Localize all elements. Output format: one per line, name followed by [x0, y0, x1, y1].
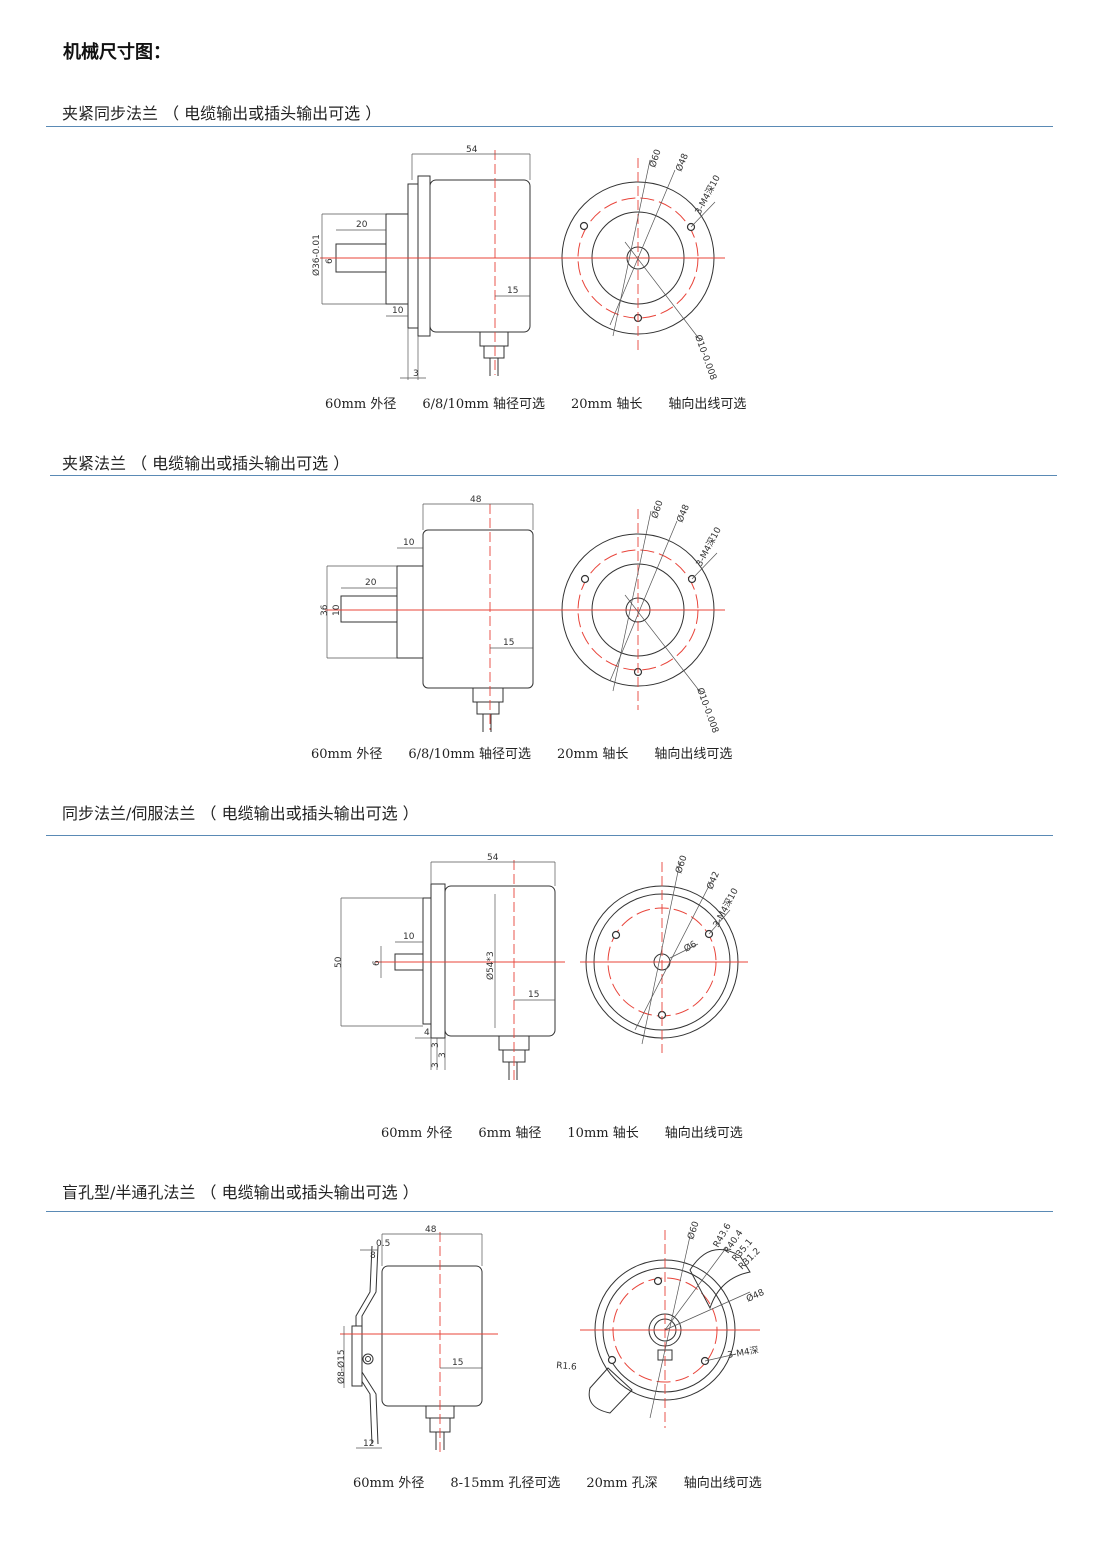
- front-view-drawing: Ø60 R43.6 R40.4 R35.1 R31.2 Ø48 3-M4深 R1…: [556, 1220, 767, 1428]
- dim-label: R1.6: [556, 1361, 578, 1373]
- dim-label: 3: [431, 1042, 441, 1048]
- section-divider: [50, 475, 1057, 476]
- dim-label: Ø36-0.01: [311, 234, 322, 276]
- front-view-drawing: Ø60 Ø42 3-M4深10 Ø6: [580, 854, 748, 1053]
- dim-label: 6: [372, 960, 382, 966]
- front-view-drawing: Ø60 Ø48 3-M4深10 Ø10-0.008: [555, 148, 725, 382]
- dim-label: 3-M4深10: [694, 525, 724, 568]
- dim-label: 48: [470, 495, 482, 505]
- section-divider: [46, 835, 1053, 836]
- dim-label: Ø42: [705, 870, 722, 891]
- dim-label: 3: [438, 1052, 448, 1058]
- dim-label: 0.5: [376, 1239, 390, 1249]
- dim-label: 48: [425, 1225, 437, 1235]
- section-title: 夹紧同步法兰 （ 电缆输出或插头输出可选 ）: [62, 104, 382, 123]
- dim-label: Ø54*3: [485, 951, 496, 980]
- dim-label: 50: [334, 956, 344, 968]
- dim-label: Ø8-Ø15: [336, 1349, 347, 1384]
- dim-label: 54: [466, 145, 478, 155]
- dim-label: Ø48: [745, 1287, 767, 1305]
- dim-label: Ø60: [649, 499, 665, 520]
- side-view-drawing: 48 10 20 36 10 15: [320, 495, 555, 732]
- dim-label: 36: [320, 604, 330, 616]
- section-title: 夹紧法兰 （ 电缆输出或插头输出可选 ）: [62, 454, 350, 473]
- dim-label: 10: [332, 604, 342, 616]
- dim-label: 20: [356, 220, 368, 230]
- dim-label: Ø48: [674, 152, 691, 174]
- dim-label: 8: [370, 1251, 376, 1261]
- dim-label: Ø60: [647, 148, 663, 169]
- dim-label: 6: [325, 258, 335, 264]
- dim-label: Ø60: [673, 854, 689, 875]
- dim-label: Ø10-0.008: [692, 333, 719, 382]
- dim-label: 10: [403, 932, 415, 942]
- dim-label: Ø60: [685, 1220, 701, 1241]
- dim-label: 15: [503, 638, 514, 648]
- dim-label: 3-M4深10: [693, 173, 723, 216]
- dim-label: 15: [528, 990, 539, 1000]
- dim-label: 15: [507, 286, 518, 296]
- front-view-drawing: Ø60 Ø48 3-M4深10 Ø10-0.008: [555, 499, 725, 735]
- dim-label: 10: [392, 306, 404, 316]
- dim-label: 15: [452, 1358, 463, 1368]
- section-title: 盲孔型/半通孔法兰 （ 电缆输出或插头输出可选 ）: [62, 1183, 419, 1202]
- section-divider: [46, 126, 1053, 127]
- page-title: 机械尺寸图：: [63, 42, 171, 63]
- section-title: 同步法兰/伺服法兰 （ 电缆输出或插头输出可选 ）: [62, 804, 419, 823]
- dim-label: Ø10-0.008: [694, 686, 721, 735]
- dim-label: 12: [363, 1439, 374, 1449]
- dim-label: 10: [403, 538, 415, 548]
- dim-label: Ø6: [682, 939, 699, 955]
- side-view-drawing: 54 50 10 6 Ø54*3 15 4 3 3 3: [334, 853, 565, 1080]
- dim-label: 3: [431, 1062, 441, 1068]
- section-divider: [46, 1211, 1053, 1212]
- dim-label: 54: [487, 853, 499, 863]
- dim-label: 3: [413, 369, 419, 379]
- dim-label: 4: [424, 1028, 430, 1038]
- dim-label: 20: [365, 578, 377, 588]
- side-view-drawing: 48 0.5 8 Ø8-Ø15 15 12: [336, 1225, 498, 1454]
- side-view-drawing: 54 20 Ø36-0.01 6 10 15 3: [311, 145, 555, 380]
- dim-label: 3-M4深: [727, 1345, 760, 1361]
- dim-label: Ø48: [675, 503, 692, 525]
